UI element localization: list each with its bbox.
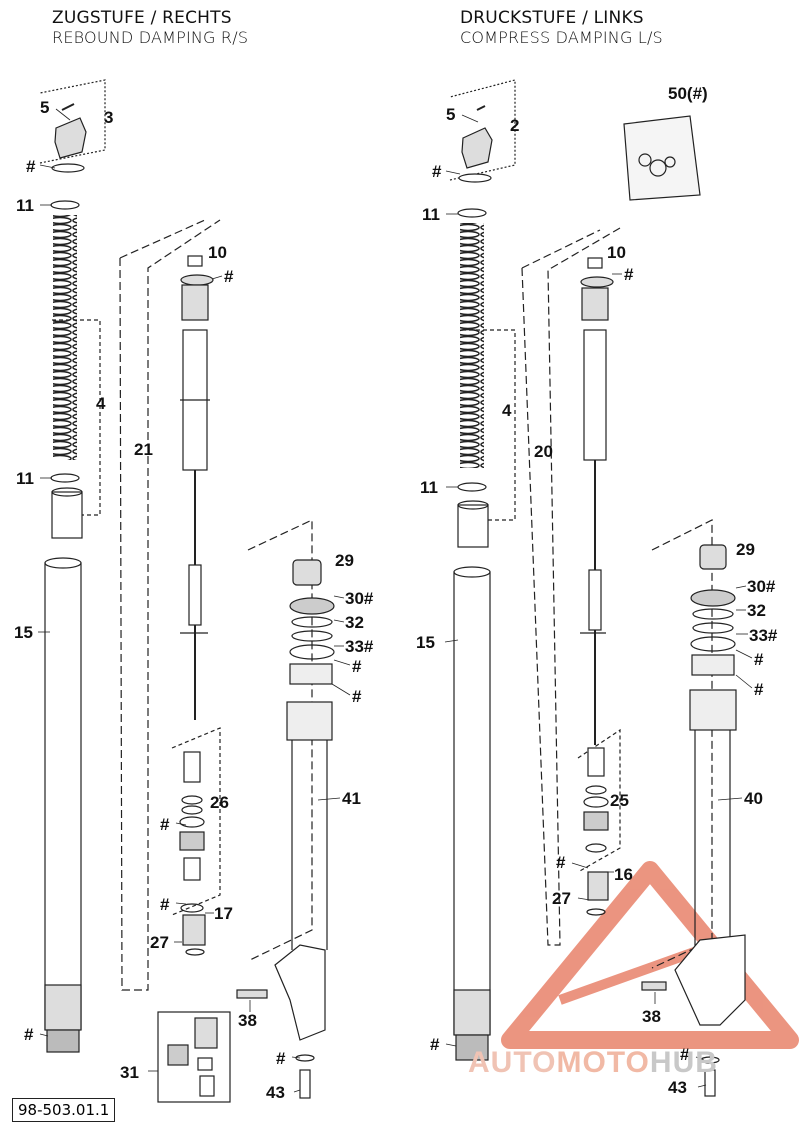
right-valve-stack xyxy=(583,747,609,916)
label-15-right: 15 xyxy=(416,633,435,652)
label-hash-16: # xyxy=(556,853,566,872)
label-16: 16 xyxy=(614,865,633,884)
right-top-cap xyxy=(458,105,493,183)
right-seal-kit-bag xyxy=(623,115,701,201)
header-left-subtitle: REBOUND DAMPING R/S xyxy=(52,28,249,47)
label-40: 40 xyxy=(744,789,763,808)
header-right: DRUCKSTUFE / LINKS COMPRESS DAMPING L/S xyxy=(460,8,663,48)
left-axle-bolt xyxy=(236,989,268,999)
watermark-text: AUTOMOTOHUB xyxy=(468,1046,718,1080)
right-outer-tube xyxy=(674,544,746,1026)
right-axle-bolt xyxy=(641,981,667,991)
right-spring xyxy=(457,208,487,492)
label-11a-right: 11 xyxy=(422,205,440,224)
label-33-right: 33# xyxy=(749,626,778,645)
label-10-right: 10 xyxy=(607,243,626,262)
label-17: 17 xyxy=(214,904,233,923)
label-38-left: 38 xyxy=(238,1011,257,1030)
label-30-right: 30# xyxy=(747,577,776,596)
label-hash-bottom-left: # xyxy=(24,1025,34,1044)
label-hash-17: # xyxy=(160,895,170,914)
right-fork-tube xyxy=(453,566,491,1061)
label-3: 3 xyxy=(104,108,113,127)
left-damper-cartridge xyxy=(180,255,214,720)
watermark-part-moto: MOTO xyxy=(556,1046,650,1079)
label-26: 26 xyxy=(210,793,229,812)
label-38-right: 38 xyxy=(642,1007,661,1026)
header-left: ZUGSTUFE / RECHTS REBOUND DAMPING R/S xyxy=(52,8,248,48)
left-outer-tube xyxy=(274,559,335,1041)
header-right-title: DRUCKSTUFE / LINKS xyxy=(460,8,644,28)
label-43-left: 43 xyxy=(266,1083,285,1102)
label-25: 25 xyxy=(610,791,629,810)
left-spare-parts-box xyxy=(157,1011,231,1103)
label-50: 50(#) xyxy=(668,84,708,103)
left-spare-parts xyxy=(167,1017,218,1097)
label-43-right: 43 xyxy=(668,1078,687,1097)
label-27-right: 27 xyxy=(552,889,571,908)
right-drain-bolt xyxy=(700,1056,720,1097)
label-5-left: 5 xyxy=(40,98,49,117)
label-30-left: 30# xyxy=(345,589,374,608)
label-11b-left: 11 xyxy=(16,469,34,488)
header-left-title: ZUGSTUFE / RECHTS xyxy=(52,8,232,28)
label-hash-43-left: # xyxy=(276,1049,286,1068)
label-hash-bottom-right: # xyxy=(430,1035,440,1054)
watermark-part-hub: HUB xyxy=(649,1046,718,1079)
label-5-right: 5 xyxy=(446,105,455,124)
label-hash-b-right: # xyxy=(754,680,764,699)
label-hash-10-right: # xyxy=(624,265,634,284)
header-right-subtitle: COMPRESS DAMPING L/S xyxy=(460,28,663,47)
left-valve-stack xyxy=(179,751,206,956)
label-31: 31 xyxy=(120,1063,139,1082)
left-labels: 5 3 # 11 4 11 15 10 # 21 29 30# 32 33# #… xyxy=(14,98,374,1102)
label-32-left: 32 xyxy=(345,613,364,632)
label-hash-10-left: # xyxy=(224,267,234,286)
label-29-left: 29 xyxy=(335,551,354,570)
left-spring xyxy=(50,200,80,483)
label-hash-cap-right: # xyxy=(432,162,442,181)
label-hash-a-right: # xyxy=(754,650,764,669)
label-hash-cap-left: # xyxy=(26,157,36,176)
label-2: 2 xyxy=(510,116,519,135)
label-41: 41 xyxy=(342,789,361,808)
right-damper-cartridge xyxy=(580,257,614,745)
label-20: 20 xyxy=(534,442,553,461)
right-spacer xyxy=(457,500,489,548)
label-33-left: 33# xyxy=(345,637,374,656)
label-hash-b-left: # xyxy=(352,687,362,706)
right-labels: 5 2 50(#) # 11 10 # 4 20 11 29 15 30# 32… xyxy=(416,84,778,1097)
left-top-cap xyxy=(51,103,87,173)
label-27-left: 27 xyxy=(150,933,169,952)
label-29-right: 29 xyxy=(736,540,755,559)
label-21: 21 xyxy=(134,440,153,459)
watermark-part-auto: AUTO xyxy=(468,1046,557,1079)
label-10-left: 10 xyxy=(208,243,227,262)
label-11a-left: 11 xyxy=(16,196,34,215)
label-11b-right: 11 xyxy=(420,478,438,497)
label-hash-a-left: # xyxy=(352,657,362,676)
left-spacer xyxy=(51,487,83,539)
reference-number: 98-503.01.1 xyxy=(12,1098,116,1122)
label-hash-26: # xyxy=(160,815,170,834)
label-4-right: 4 xyxy=(502,401,512,420)
label-15-left: 15 xyxy=(14,623,33,642)
label-4-left: 4 xyxy=(96,394,106,413)
left-drain-bolt xyxy=(295,1054,315,1099)
left-fork-tube xyxy=(44,557,82,1053)
label-hash-43-right: # xyxy=(680,1045,690,1064)
label-32-right: 32 xyxy=(747,601,766,620)
